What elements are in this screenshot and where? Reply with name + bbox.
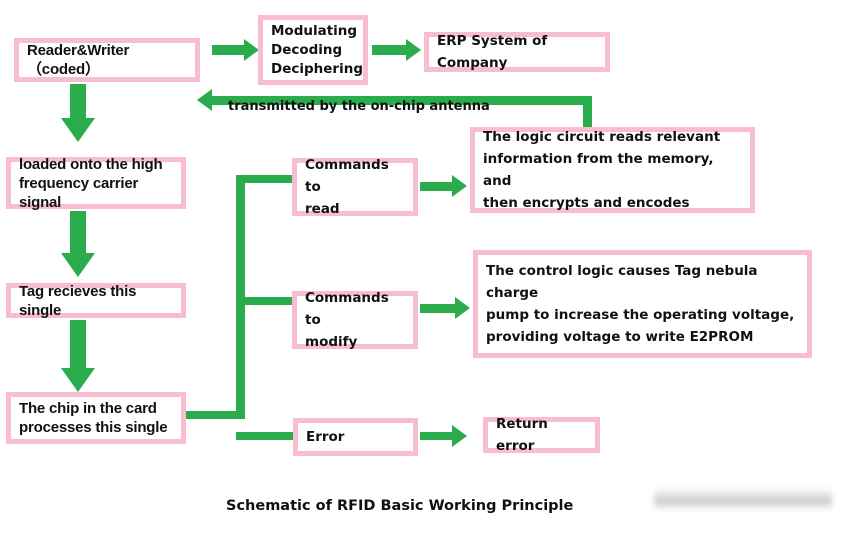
connector-reader-to-loaded-stem [70,84,86,122]
arrowhead-error-to-return-error [452,425,467,447]
node-chip-processes-signal[interactable]: The chip in the card processes this sing… [6,392,186,444]
node-reader-writer-label: Reader&Writer（coded） [27,42,130,78]
arrowhead-loaded-to-tag [61,253,95,277]
arrowhead-commands-modify-to-control [455,297,470,319]
connector-feedback-vertical [583,96,592,130]
node-error[interactable]: Error [293,418,418,456]
arrowhead-modulating-to-erp [406,39,421,61]
node-loaded-carrier-signal[interactable]: loaded onto the high frequency carrier s… [6,155,186,211]
node-tag-receives-label: Tag recieves this single [19,282,137,319]
node-erp-system[interactable]: ERP System of Company [424,32,610,72]
connector-commands-modify-to-control [420,304,458,313]
connector-chip-to-trunk [184,411,244,419]
node-reader-writer[interactable]: Reader&Writer（coded） [14,38,200,82]
connector-error-to-return-error [420,432,456,440]
diagram-caption: Schematic of RFID Basic Working Principl… [226,498,574,514]
node-erp-system-label: ERP System of Company [437,33,548,71]
obscured-watermark [654,489,832,511]
edge-label-antenna: transmitted by the on-chip antenna [228,99,490,114]
node-logic-circuit-reads[interactable]: The logic circuit reads relevant informa… [470,127,755,213]
connector-tag-to-chip-stem [70,320,86,372]
connector-feedback-horizontal [212,96,592,105]
arrowhead-feedback-to-reader [197,89,212,111]
node-commands-read-label: Commands to read [305,157,389,217]
connector-loaded-to-tag-stem [70,211,86,257]
node-control-logic-charge-pump[interactable]: The control logic causes Tag nebula char… [473,250,812,358]
arrowhead-reader-to-loaded [61,118,95,142]
connector-reader-to-modulating [212,45,246,55]
node-modulating-label: Modulating Decoding Deciphering [271,22,363,77]
connector-trunk-to-commands-read [236,175,296,183]
node-control-logic-label: The control logic causes Tag nebula char… [486,263,795,345]
node-commands-modify-label: Commands to modify [305,290,389,350]
node-commands-to-modify[interactable]: Commands to modify [292,290,418,350]
node-loaded-carrier-label: loaded onto the high frequency carrier s… [19,155,163,211]
node-logic-circuit-label: The logic circuit reads relevant informa… [483,129,721,211]
connector-commands-read-to-logic [420,182,456,191]
arrowhead-commands-read-to-logic [452,175,467,197]
node-tag-receives-signal[interactable]: Tag recieves this single [6,282,186,319]
node-chip-processes-label: The chip in the card processes this sing… [19,400,168,436]
node-return-error[interactable]: Return error [483,416,600,454]
connector-trunk-to-error [236,432,296,440]
connector-modulating-to-erp [372,45,408,55]
arrowhead-reader-to-modulating [244,39,259,61]
arrowhead-tag-to-chip [61,368,95,392]
node-commands-to-read[interactable]: Commands to read [292,157,418,217]
node-return-error-label: Return error [496,416,548,454]
node-modulating-decoding-deciphering[interactable]: Modulating Decoding Deciphering [258,15,368,85]
connector-trunk-to-commands-modify [236,297,296,305]
node-error-label: Error [306,429,345,445]
